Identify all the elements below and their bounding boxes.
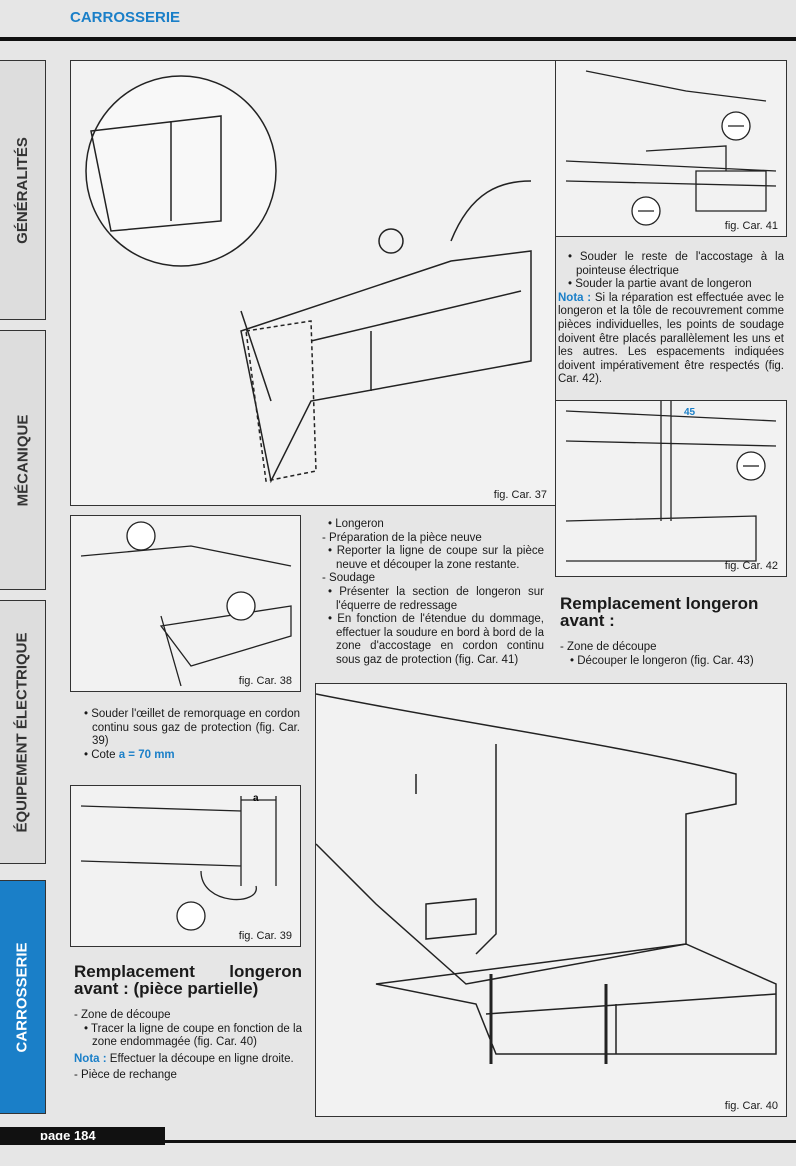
- tab-label: ÉQUIPEMENT ÉLECTRIQUE: [14, 631, 31, 833]
- middle-column-text: • Longeron - Préparation de la pièce neu…: [322, 518, 544, 668]
- figure-caption: fig. Car. 40: [724, 1100, 778, 1112]
- list-item: - Soudage: [322, 572, 376, 585]
- nota-paragraph: Nota : Effectuer la découpe en ligne dro…: [74, 1053, 302, 1067]
- header-rule: [0, 37, 796, 41]
- footer-rule: [0, 1140, 796, 1143]
- bullet: • Souder la partie avant de longeron: [568, 278, 752, 291]
- bullet: • Souder le reste de l'accostage à la po…: [568, 251, 784, 277]
- dimension-45: 45: [684, 407, 696, 418]
- dimension-a: a: [253, 793, 259, 804]
- figure-car-40: fig. Car. 40: [315, 683, 787, 1117]
- bullet: • Longeron: [328, 518, 384, 530]
- dimension-value: a = 70 mm: [118, 748, 175, 761]
- tab-label: CARROSSERIE: [14, 941, 31, 1053]
- nota-paragraph: Nota : Si la réparation est effectuée av…: [558, 292, 784, 387]
- figure-caption: fig. Car. 38: [238, 675, 292, 687]
- bullet: • Souder l'œillet de remorquage en cordo…: [84, 708, 300, 748]
- figure-caption: fig. Car. 39: [238, 930, 292, 942]
- bullet: • Reporter la ligne de coupe sur la pièc…: [328, 545, 544, 571]
- right-column-text: • Souder le reste de l'accostage à la po…: [558, 251, 784, 387]
- bullet: • Découper le longeron (fig. Car. 43): [570, 654, 754, 667]
- longeron-illustration: [85, 75, 532, 484]
- tab-equipement-electrique[interactable]: ÉQUIPEMENT ÉLECTRIQUE: [0, 600, 46, 864]
- tab-label: GÉNÉRALITÉS: [14, 136, 31, 244]
- figure-car-38: fig. Car. 38: [70, 515, 301, 692]
- tab-carrosserie[interactable]: CARROSSERIE: [0, 880, 46, 1114]
- bullet: • Présenter la section de longeron sur l…: [328, 585, 544, 612]
- bullet-text: • Cote: [84, 748, 119, 761]
- bullet: • En fonction de l'étendue du dommage, e…: [328, 613, 544, 666]
- figure-car-41: fig. Car. 41: [555, 60, 787, 237]
- list-item: - Pièce de rechange: [74, 1069, 177, 1082]
- bullet: • Tracer la ligne de coupe en fonction d…: [84, 1022, 302, 1049]
- list-item: - Zone de découpe: [560, 641, 657, 653]
- section-heading: Remplacement longeron avant :: [560, 594, 759, 630]
- nota-text: Si la réparation est effectuée avec le l…: [558, 291, 784, 386]
- tab-generalites[interactable]: GÉNÉRALITÉS: [0, 60, 46, 320]
- nota-text: Effectuer la découpe en ligne droite.: [106, 1052, 294, 1065]
- nota-label: Nota :: [74, 1052, 107, 1065]
- figure-caption: fig. Car. 41: [724, 220, 778, 232]
- tab-label: MÉCANIQUE: [14, 414, 32, 506]
- figure-car-37: fig. Car. 37: [70, 60, 556, 506]
- section-header: CARROSSERIE: [70, 9, 181, 26]
- figure-car-39: a fig. Car. 39: [70, 785, 301, 947]
- figure-caption: fig. Car. 42: [724, 560, 778, 572]
- nota-label: Nota :: [558, 291, 592, 304]
- left-column-text: • Souder l'œillet de remorquage en cordo…: [78, 708, 300, 762]
- left-lower-text: Remplacement longeron avant : (pièce par…: [74, 963, 302, 1083]
- figure-car-42: 45 fig. Car. 42: [555, 400, 787, 577]
- section-heading: Remplacement longeron avant : (pièce par…: [74, 962, 302, 998]
- figure-caption: fig. Car. 37: [493, 489, 547, 501]
- tab-mecanique[interactable]: MÉCANIQUE: [0, 330, 46, 590]
- list-item: - Zone de découpe: [74, 1009, 171, 1021]
- list-item: - Préparation de la pièce neuve: [322, 531, 482, 544]
- right-lower-text: Remplacement longeron avant : - Zone de …: [560, 595, 785, 668]
